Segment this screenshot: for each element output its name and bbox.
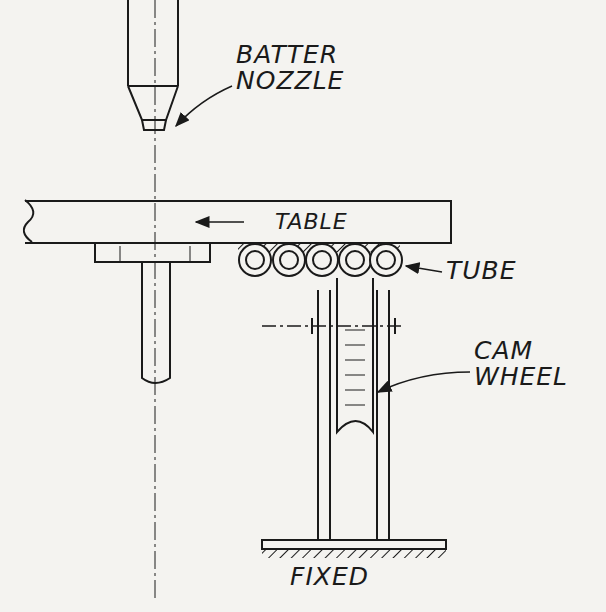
table-band: TABLE — [25, 200, 452, 244]
callout-label: CAM WHEEL — [474, 338, 568, 391]
callout-label: TUBE — [446, 258, 517, 284]
part-name: TABLE — [273, 209, 350, 234]
base-label: FIXED — [290, 564, 369, 590]
callout-label: BATTER NOZZLE — [236, 42, 344, 95]
